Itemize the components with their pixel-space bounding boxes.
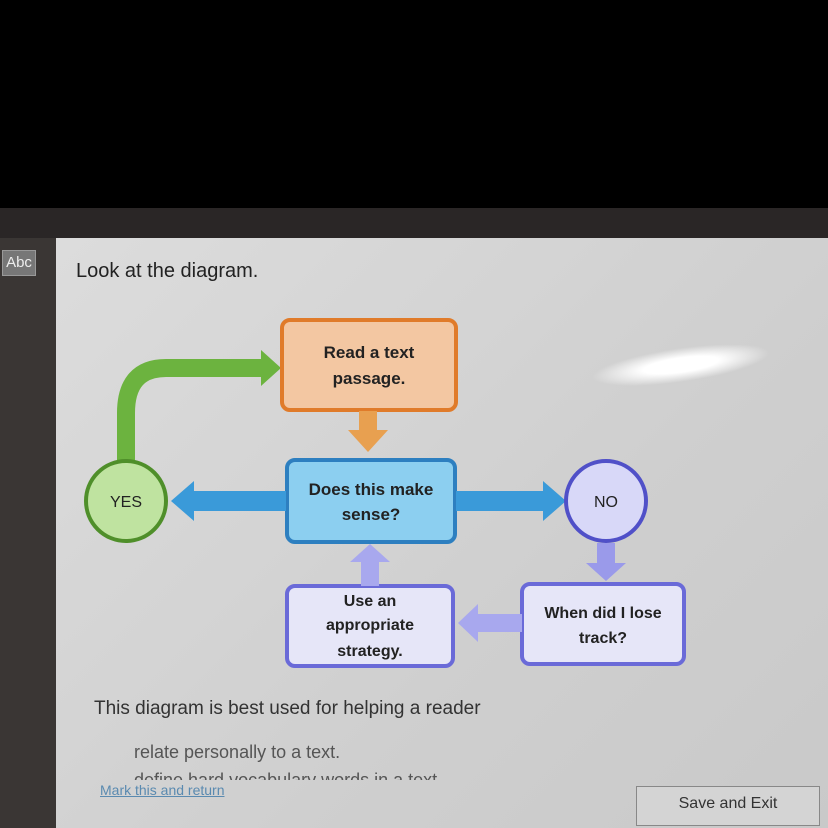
sense-line1: Does this make <box>309 480 434 499</box>
yes-arrow-head <box>261 350 281 386</box>
sense-to-no-arrow <box>456 491 546 511</box>
strategy-line3: strategy. <box>337 643 403 660</box>
read-box <box>280 318 458 412</box>
no-label: NO <box>594 494 618 511</box>
sense-box <box>285 458 457 544</box>
question-panel: Look at the diagram. Read a text passage… <box>56 238 828 828</box>
yes-label: YES <box>110 494 142 511</box>
question-stem: This diagram is best used for helping a … <box>94 698 481 719</box>
save-and-exit-button[interactable]: Save and Exit <box>636 786 820 826</box>
strategy-line2: appropriate <box>326 617 414 634</box>
blue-left-head <box>171 481 194 521</box>
lose-to-strategy-arrow <box>476 614 522 632</box>
lose-line1: When did I lose <box>544 605 661 622</box>
read-line1: Read a text <box>324 343 415 362</box>
purple-left-head <box>458 604 478 642</box>
top-bar <box>0 208 828 238</box>
sense-line2: sense? <box>342 505 401 524</box>
purple-down-head <box>586 563 626 581</box>
lose-box <box>520 582 686 666</box>
tool-strip <box>0 238 56 828</box>
text-tool-button[interactable]: Abc <box>2 250 36 276</box>
no-to-lose-arrow <box>597 543 615 565</box>
orange-arrow-head <box>348 430 388 452</box>
flow-diagram: Read a text passage. Does this make sens… <box>84 318 686 668</box>
sense-to-yes-arrow <box>191 491 286 511</box>
answer-option-2[interactable]: define hard vocabulary words in a text. <box>134 770 443 780</box>
yes-to-read-arrow <box>117 359 266 463</box>
strategy-line1: Use an <box>344 593 396 610</box>
prompt-text: Look at the diagram. <box>76 260 259 282</box>
mark-and-return-link[interactable]: Mark this and return <box>100 782 225 798</box>
no-circle <box>564 459 648 543</box>
answer-option-1[interactable]: relate personally to a text. <box>134 742 341 762</box>
read-line2: passage. <box>333 369 406 388</box>
strategy-to-sense-arrow <box>361 560 379 586</box>
blue-right-head <box>543 481 566 521</box>
lose-line2: track? <box>579 630 627 647</box>
purple-up-head <box>350 544 390 562</box>
read-to-sense-arrow <box>359 411 377 431</box>
yes-circle <box>84 459 168 543</box>
